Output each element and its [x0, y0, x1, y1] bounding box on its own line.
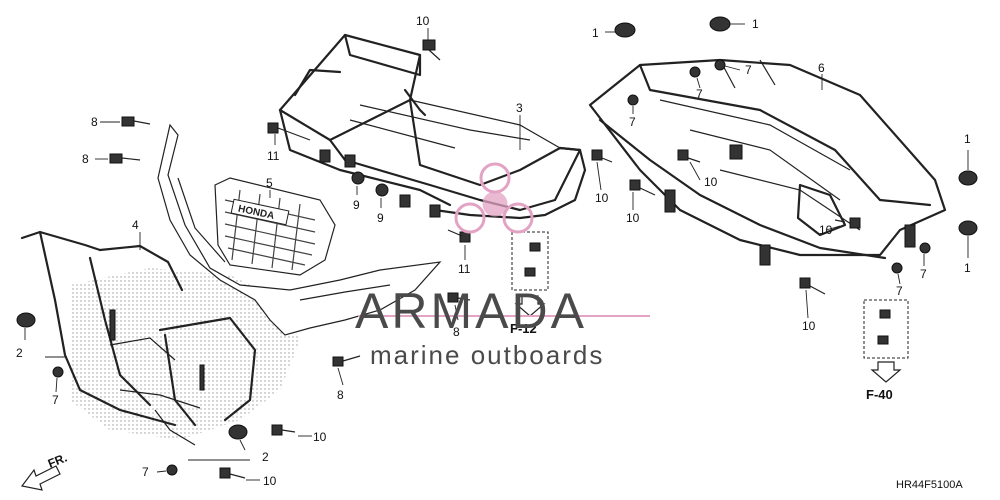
watermark: ARMADA marine outboards [355, 162, 650, 370]
callout-3: 3 [516, 101, 523, 115]
leader-lines [24, 23, 969, 481]
callout-8: 8 [337, 388, 344, 402]
callout-8: 8 [82, 152, 89, 166]
callout-10: 10 [819, 223, 833, 237]
callout-1: 1 [752, 17, 759, 31]
front-direction-marker: FR. [20, 451, 69, 491]
callout-4: 4 [132, 218, 139, 232]
shaded-area [70, 268, 300, 440]
callout-7: 7 [745, 63, 752, 77]
front-marker-label: FR. [46, 451, 69, 471]
callout-6: 6 [818, 61, 825, 75]
watermark-logo [454, 162, 534, 234]
callout-10: 10 [313, 430, 327, 444]
callout-10: 10 [802, 319, 816, 333]
bolt-10-rear3 [834, 217, 861, 229]
callout-7: 7 [52, 393, 59, 407]
reference-f40: F-40 [866, 387, 893, 402]
callout-1: 1 [964, 261, 971, 275]
clip-8-c [447, 292, 471, 303]
reference-boxes [511, 231, 909, 383]
callout-1: 1 [592, 26, 599, 40]
callout-7: 7 [696, 87, 703, 101]
watermark-brand: ARMADA [355, 283, 587, 339]
callout-10: 10 [263, 474, 277, 488]
clip-8-d [332, 355, 361, 367]
callout-11: 11 [267, 149, 280, 163]
front-carrier [278, 33, 587, 220]
callout-7: 7 [896, 284, 903, 298]
callout-7: 7 [142, 465, 149, 479]
front-grille: HONDA [214, 177, 336, 276]
clip-8-b [109, 153, 141, 164]
reference-f12: F-12 [510, 321, 537, 336]
bolt-10-rear2 [629, 179, 656, 196]
callout-2: 2 [16, 346, 23, 360]
watermark-tagline: marine outboards [370, 340, 604, 370]
bolt-10-front2 [219, 467, 246, 479]
clip-8-a [121, 116, 151, 127]
bolt-10-front1 [271, 424, 296, 436]
rubber-caps [16, 16, 978, 440]
callouts: 1 1 1 1 2 2 3 4 5 6 7 7 7 7 7 7 7 8 8 8 … [16, 14, 971, 488]
bolt-10-mid [591, 149, 613, 163]
bolt-10-top [422, 39, 441, 61]
rear-carrier [588, 58, 947, 266]
front-guard [20, 230, 257, 446]
callout-8: 8 [453, 325, 460, 339]
callout-10: 10 [595, 191, 609, 205]
callout-5: 5 [266, 176, 273, 190]
callout-9: 9 [377, 211, 384, 225]
bolt-10-rear4 [799, 277, 826, 295]
bolt-11-a [267, 122, 311, 141]
callout-9: 9 [353, 198, 360, 212]
callout-1: 1 [964, 132, 971, 146]
drawing-code: HR44F5100A [896, 479, 963, 491]
callout-7: 7 [629, 115, 636, 129]
callout-11: 11 [458, 262, 471, 276]
callout-10: 10 [704, 175, 718, 189]
bolt-10-rear1 [677, 149, 701, 163]
callout-10: 10 [416, 14, 430, 28]
callout-10: 10 [626, 211, 640, 225]
front-fender-cover [157, 123, 442, 336]
callout-2: 2 [262, 450, 269, 464]
callout-8: 8 [91, 115, 98, 129]
fasteners [52, 39, 931, 479]
callout-7: 7 [920, 267, 927, 281]
